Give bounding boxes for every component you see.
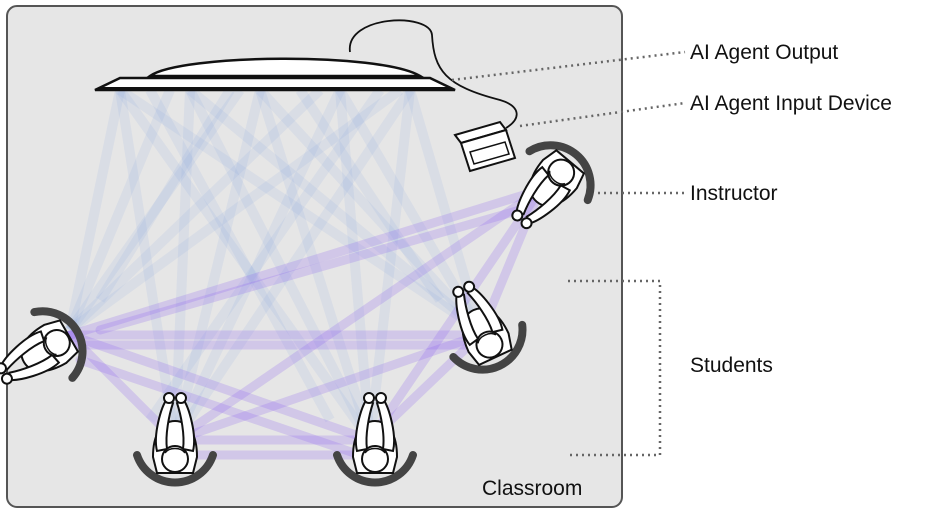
ai-agent-input-device-label: AI Agent Input Device [690,92,892,115]
ai-agent-output-screen [94,57,456,92]
device-cable [349,19,518,129]
ai-agent-output-label: AI Agent Output [690,41,838,64]
classroom-label: Classroom [482,477,582,500]
laptop-icon [453,120,517,173]
peer-sightlines [65,185,545,460]
instructor-label: Instructor [690,182,778,205]
students-label: Students [690,354,773,377]
leader-lines [451,50,686,457]
